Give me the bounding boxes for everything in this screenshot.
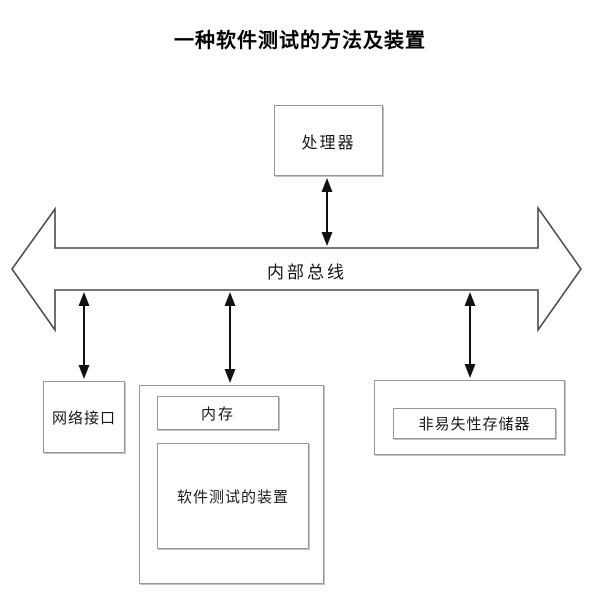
nonvolatile-memory-container-box: 非易失性存储器 [374, 380, 565, 455]
software-testing-device-label: 软件测试的装置 [176, 487, 289, 506]
memory-label: 内存 [200, 404, 235, 423]
nonvolatile-memory-box: 非易失性存储器 [393, 408, 556, 439]
arrow-bus-nonvolatile-memory [464, 292, 476, 378]
arrow-processor-bus [321, 178, 333, 246]
software-testing-device-box: 软件测试的装置 [157, 443, 309, 549]
memory-box: 内存 [157, 396, 279, 430]
arrow-bus-network-interface [78, 292, 90, 379]
network-interface-box: 网络接口 [43, 381, 125, 453]
internal-bus-arrow [11, 205, 582, 333]
figure-title: 一种软件测试的方法及装置 [174, 30, 426, 52]
processor-label: 处理器 [301, 132, 356, 152]
processor-box: 处理器 [274, 105, 383, 176]
internal-bus-label: 内部总线 [267, 263, 347, 283]
network-interface-label: 网络接口 [51, 408, 116, 427]
nonvolatile-memory-label: 非易失性存储器 [418, 415, 531, 433]
memory-container-box: 内存 软件测试的装置 [139, 385, 324, 584]
arrow-bus-memory [224, 292, 236, 383]
